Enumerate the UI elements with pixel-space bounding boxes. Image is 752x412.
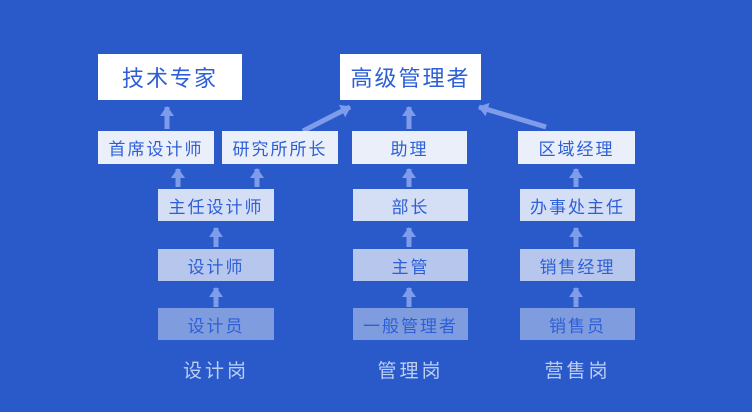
node-regional-manager: 区域经理: [518, 131, 635, 164]
column-label-management: 管理岗: [377, 360, 444, 382]
node-draftsman: 设计员: [158, 308, 274, 340]
node-sales-manager: 销售经理: [520, 249, 635, 281]
node-supervisor: 主管: [353, 249, 468, 281]
node-assistant: 助理: [352, 131, 467, 164]
node-designer: 设计师: [158, 249, 274, 281]
column-label-sales: 营售岗: [544, 360, 611, 382]
node-minister: 部长: [353, 189, 468, 221]
node-salesperson: 销售员: [520, 308, 635, 340]
node-office-director: 办事处主任: [520, 189, 635, 221]
node-chief-designer: 首席设计师: [98, 131, 214, 164]
node-tech-expert: 技术专家: [98, 54, 242, 100]
node-director-designer: 主任设计师: [158, 189, 274, 221]
node-senior-manager: 高级管理者: [340, 54, 481, 100]
column-label-design: 设计岗: [182, 360, 249, 382]
node-general-manager: 一般管理者: [353, 308, 468, 340]
arrow-regional-manager-to-senior-manager: [478, 102, 547, 130]
arrow-institute-director-to-senior-manager: [301, 104, 352, 134]
node-institute-director: 研究所所长: [222, 131, 338, 164]
